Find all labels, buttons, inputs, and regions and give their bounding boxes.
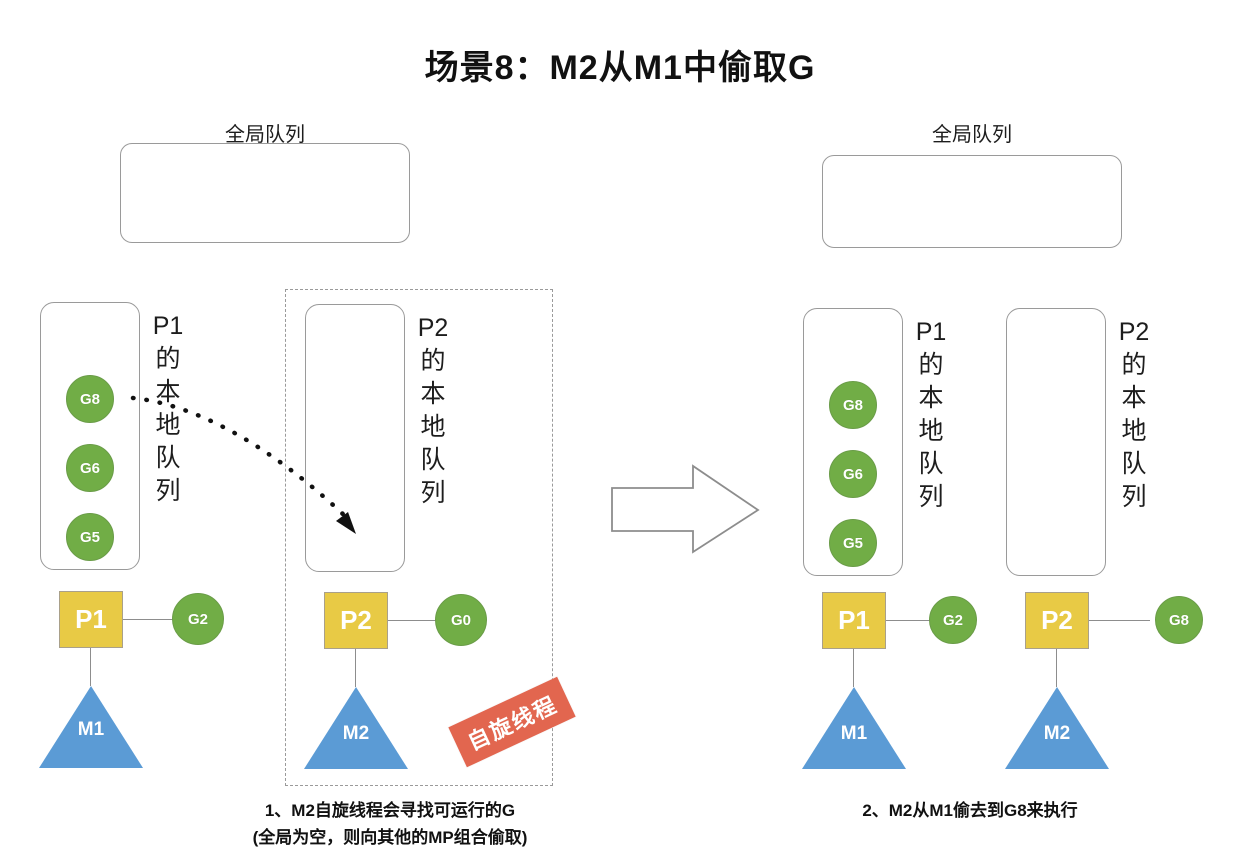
machine-left-m1 [39,686,143,768]
machine-right-m2 [1005,687,1109,769]
global-queue-box-right [822,155,1122,248]
connector-right-p2-to-g [1088,620,1150,622]
caption-right-line1: 2、M2从M1偷去到G8来执行 [862,801,1078,820]
goroutine-right-p1-2: G5 [829,519,877,567]
connector-left-p1-to-g [122,619,180,621]
running-goroutine-right-p1: G2 [929,596,977,644]
local-queue-box-left-p2 [305,304,405,572]
running-goroutine-left-p2: G0 [435,594,487,646]
page-title: 场景8：M2从M1中偷取G [424,49,816,87]
spinning-thread-region [285,289,553,786]
local-queue-box-right-p2 [1006,308,1106,576]
connector-right-p1-to-m1 [853,649,855,687]
running-goroutine-right-p2: G8 [1155,596,1203,644]
goroutine-right-p1-0: G8 [829,381,877,429]
processor-right-p2: P2 [1025,592,1089,649]
global-queue-box-left [120,143,410,243]
connector-right-p2-to-m2 [1056,649,1058,687]
local-queue-label-left-p1: P1的本地队列 [152,312,184,505]
running-goroutine-left-p1: G2 [172,593,224,645]
goroutine-left-p1-2: G5 [66,513,114,561]
processor-left-p1: P1 [59,591,123,648]
goroutine-right-p1-1: G6 [829,450,877,498]
caption-left-line2: (全局为空，则向其他的MP组合偷取) [252,828,528,847]
global-queue-label-right: 全局队列 [932,124,1012,146]
machine-right-m1-label: M1 [840,723,868,744]
local-queue-label-right-p2: P2的本地队列 [1118,318,1150,511]
machine-right-m1 [802,687,906,769]
machine-right-m2-label: M2 [1043,723,1071,744]
goroutine-left-p1-1: G6 [66,444,114,492]
local-queue-label-right-p1: P1的本地队列 [915,318,947,511]
connector-left-p1-to-m1 [90,648,92,686]
connector-left-p2-to-g [387,620,445,622]
goroutine-left-p1-0: G8 [66,375,114,423]
processor-left-p2: P2 [324,592,388,649]
machine-left-m2-label: M2 [342,723,370,744]
global-queue-label-left: 全局队列 [225,124,305,146]
processor-right-p1: P1 [822,592,886,649]
machine-left-m2 [304,687,408,769]
caption-left-line1: 1、M2自旋线程会寻找可运行的G [264,801,516,820]
block-arrow-right [611,464,760,554]
connector-left-p2-to-m2 [355,649,357,687]
connector-right-p1-to-g [885,620,931,622]
local-queue-label-left-p2: P2的本地队列 [417,314,449,507]
machine-left-m1-label: M1 [77,719,105,740]
